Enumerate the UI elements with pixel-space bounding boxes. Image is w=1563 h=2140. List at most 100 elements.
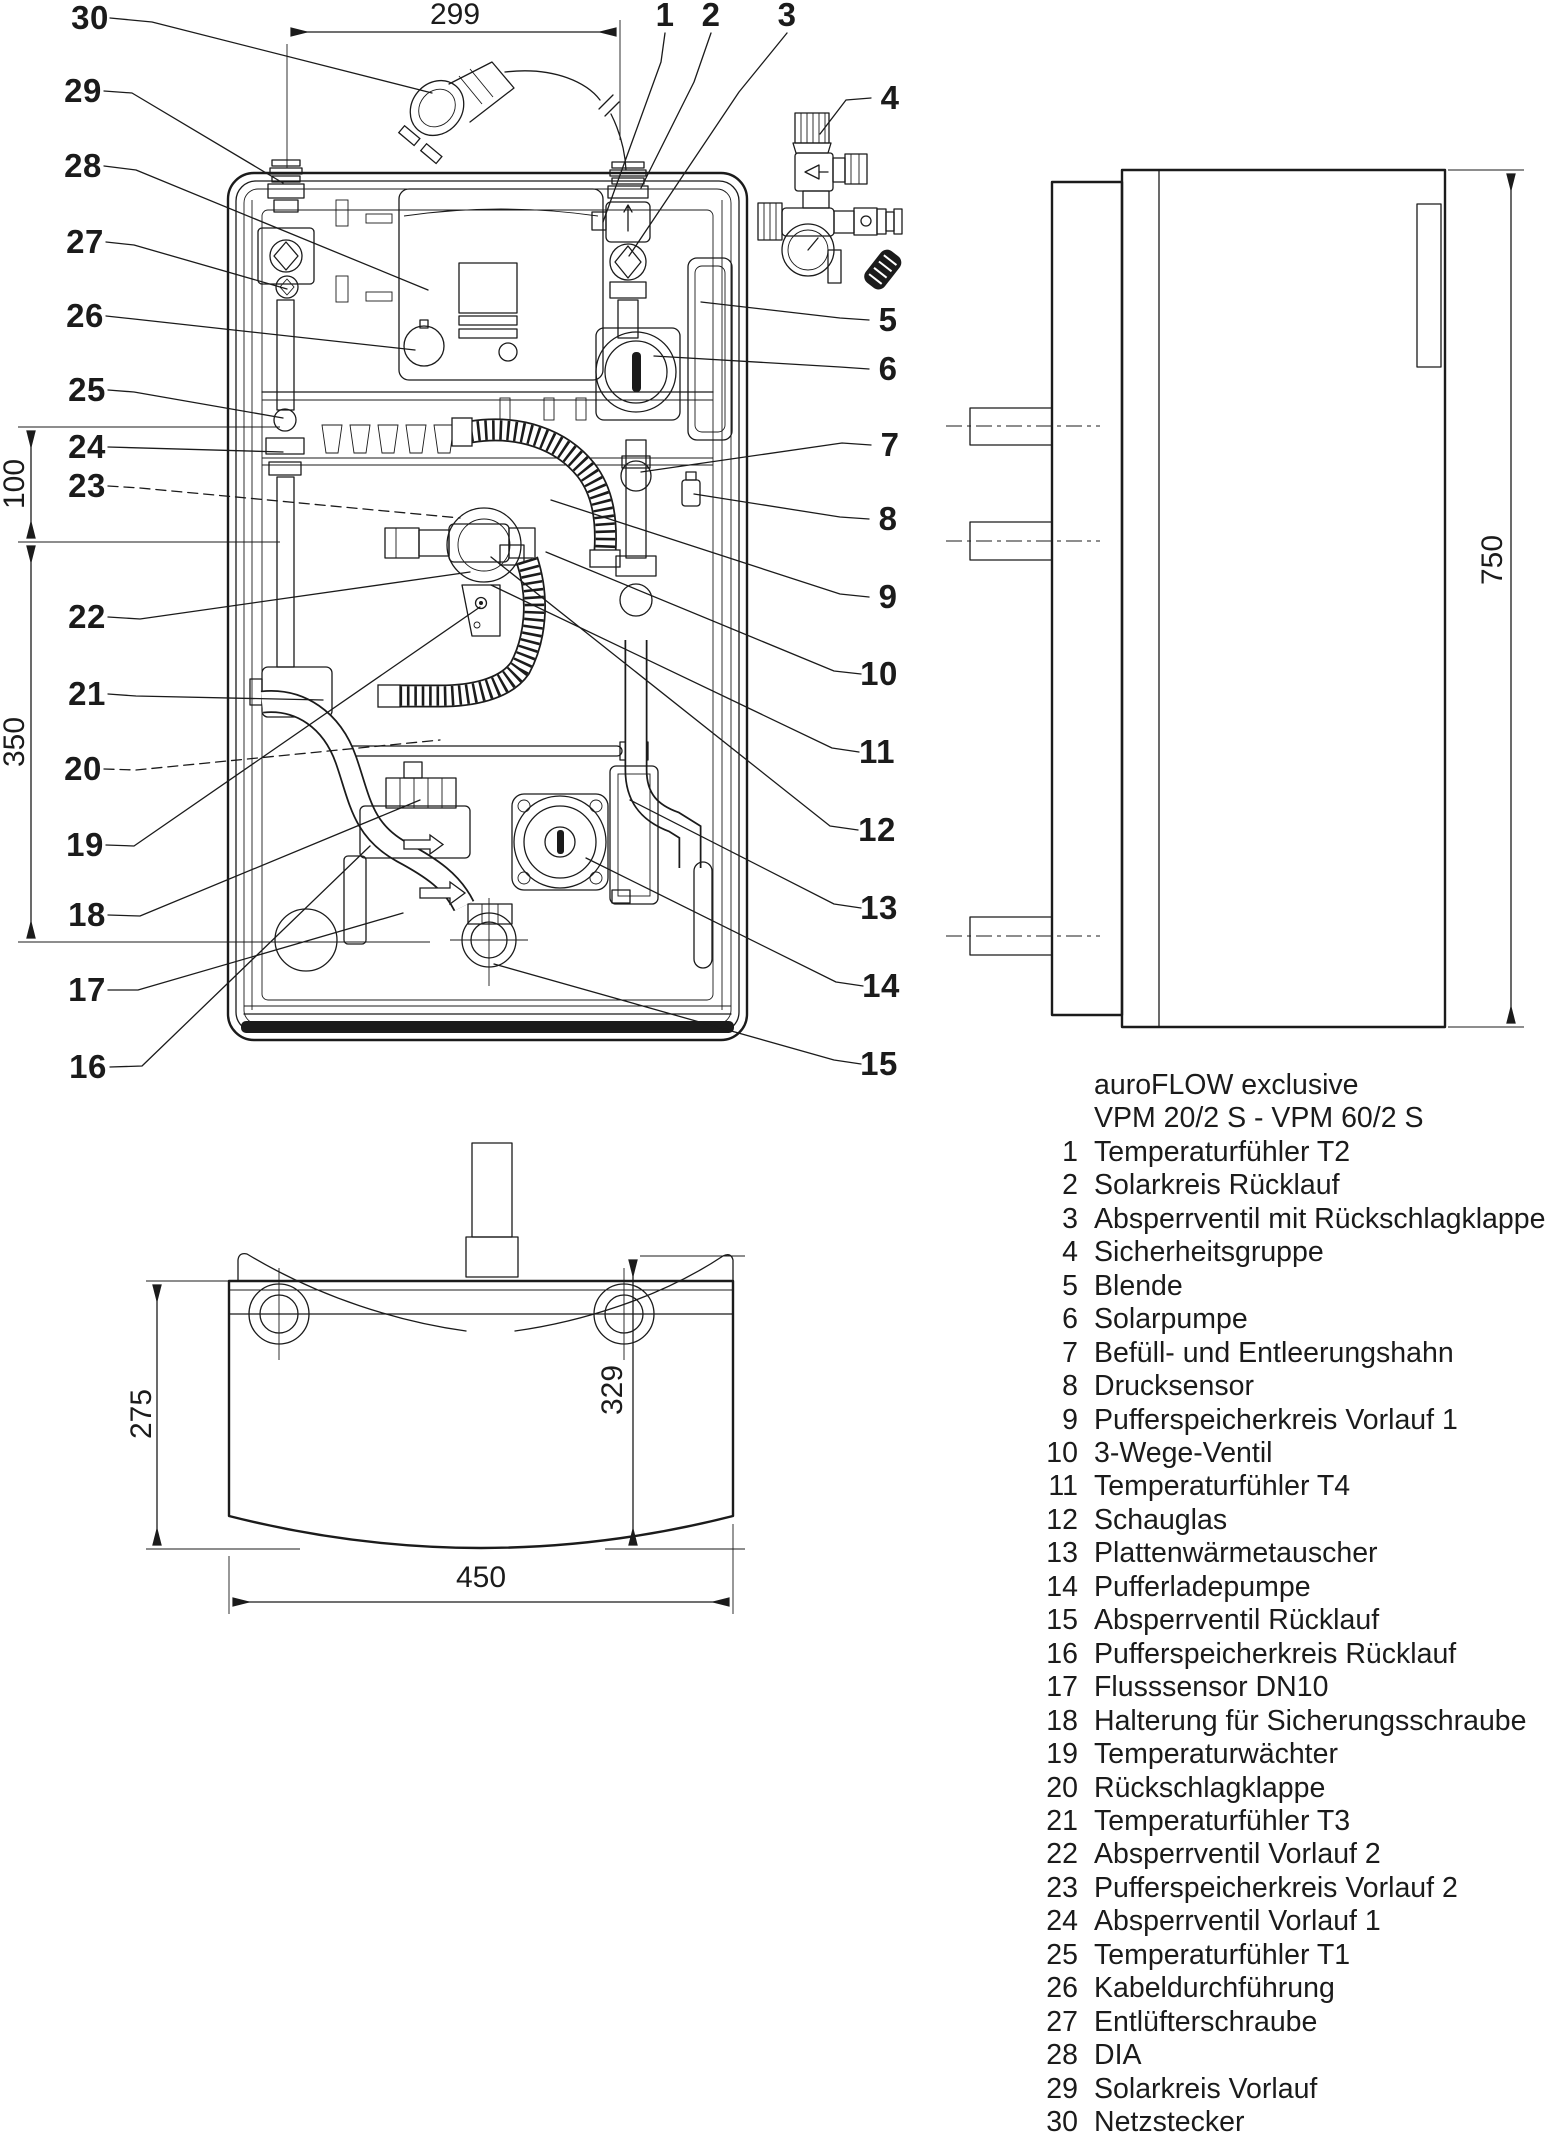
legend-item-label: Netzstecker (1094, 2106, 1245, 2139)
legend-item-number: 5 (1062, 1269, 1078, 1302)
dimension-label: 450 (455, 1561, 507, 1594)
callout-number: 5 (878, 301, 898, 338)
legend-item-label: Pufferspeicherkreis Rücklauf (1094, 1637, 1457, 1670)
legend-item-label: Pufferspeicherkreis Vorlauf 2 (1094, 1871, 1458, 1904)
legend-item-label: Solarpumpe (1094, 1303, 1248, 1336)
legend-item: 2 Solarkreis Rücklauf (1026, 1169, 1545, 1202)
temperature-guard-bracket (461, 584, 501, 637)
legend-item: 25 Temperaturfühler T1 (1026, 1939, 1545, 1972)
dimension-label: 275 (125, 1388, 158, 1440)
legend-item-number: 2 (1062, 1169, 1078, 1202)
callout-number: 8 (878, 500, 898, 537)
thin-tube (339, 745, 623, 757)
legend-item-number: 10 (1046, 1436, 1078, 1469)
legend-item-label: Temperaturfühler T4 (1094, 1470, 1351, 1503)
callout-number: 12 (858, 811, 896, 848)
callout-number: 30 (71, 0, 109, 36)
legend-item: 17 Flusssensor DN10 (1026, 1671, 1545, 1704)
safety-group (757, 112, 903, 290)
legend-item-label: Temperaturfühler T1 (1094, 1938, 1351, 1971)
legend-item-label: Rückschlagklappe (1094, 1771, 1326, 1804)
legend-item: 28 DIA (1026, 2039, 1545, 2072)
corrugated-hose-lower (377, 556, 546, 708)
legend-item-number: 7 (1062, 1336, 1078, 1369)
legend-item-label: Sicherheitsgruppe (1094, 1236, 1324, 1269)
corrugated-hose-upper (451, 417, 621, 568)
legend-item-label: Temperaturfühler T2 (1094, 1135, 1351, 1168)
legend-item-label: 3-Wege-Ventil (1094, 1436, 1273, 1469)
pipe-port-right (578, 1268, 670, 1360)
legend-item-label: DIA (1094, 2039, 1142, 2072)
legend-item-number: 8 (1062, 1370, 1078, 1403)
bottom-view-drawing (227, 1142, 735, 1550)
callout-number: 19 (66, 826, 104, 863)
callout-number: 24 (68, 428, 106, 465)
legend-item-number: 4 (1062, 1236, 1078, 1269)
legend-item-number: 28 (1046, 2039, 1078, 2072)
legend-item-label: Blende (1094, 1269, 1183, 1302)
legend-item-number: 11 (1048, 1470, 1078, 1503)
callout-leaders (103, 17, 872, 1068)
dimension-label: 299 (429, 0, 481, 31)
legend-item-number: 29 (1046, 2072, 1078, 2105)
legend-item: 14 Pufferladepumpe (1026, 1571, 1545, 1604)
legend-item-number: 15 (1046, 1604, 1078, 1637)
dimension-label: 100 (0, 458, 31, 510)
solar-flow-connector (267, 159, 305, 213)
flow-sensor (359, 761, 471, 906)
legend-item: 22 Absperrventil Vorlauf 2 (1026, 1838, 1545, 1871)
legend-item-number: 22 (1046, 1838, 1078, 1871)
legend-item-label: Absperrventil Vorlauf 2 (1094, 1838, 1381, 1871)
legend-item-label: Absperrventil Vorlauf 1 (1094, 1905, 1381, 1938)
legend-item-label: Drucksensor (1094, 1370, 1254, 1403)
right-pipe-column (615, 439, 657, 617)
legend-item: 20 Rückschlagklappe (1026, 1772, 1545, 1805)
legend-item: 4 Sicherheitsgruppe (1026, 1236, 1545, 1269)
callout-number: 16 (69, 1048, 107, 1085)
legend-item-number: 17 (1046, 1671, 1078, 1704)
callout-number: 28 (64, 147, 102, 184)
legend-item: 30 Netzstecker (1026, 2106, 1545, 2139)
legend-item-label: Befüll- und Entleerungshahn (1094, 1336, 1454, 1369)
legend-item-number: 21 (1046, 1804, 1078, 1837)
legend-item: 7 Befüll- und Entleerungshahn (1026, 1337, 1545, 1370)
legend-item: 12 Schauglas (1026, 1504, 1545, 1537)
callout-number: 14 (862, 967, 900, 1004)
legend-item: 3 Absperrventil mit Rückschlagklappe (1026, 1203, 1545, 1236)
callout-number: 4 (880, 79, 900, 116)
legend-item-number: 24 (1046, 1905, 1078, 1938)
legend-item-number: 25 (1046, 1938, 1078, 1971)
legend-item: 24 Absperrventil Vorlauf 1 (1026, 1905, 1545, 1938)
legend-item-number: 18 (1046, 1704, 1078, 1737)
legend-item: 8 Drucksensor (1026, 1370, 1545, 1403)
legend-item: 15 Absperrventil Rücklauf (1026, 1604, 1545, 1637)
callout-number: 11 (859, 733, 895, 770)
legend-item: 11 Temperaturfühler T4 (1026, 1470, 1545, 1503)
callout-number: 17 (68, 971, 106, 1008)
legend-item: 13 Plattenwärmetauscher (1026, 1537, 1545, 1570)
dimension-label: 750 (1476, 534, 1509, 586)
power-plug (397, 61, 627, 171)
legend-item-number: 3 (1062, 1202, 1078, 1235)
solar-pump (595, 327, 681, 421)
legend-item: 19 Temperaturwächter (1026, 1738, 1545, 1771)
pipe-port-left (233, 1268, 325, 1360)
callout-number: 20 (64, 750, 102, 787)
callout-number: 3 (777, 0, 797, 33)
dimension-label: 350 (0, 716, 31, 768)
buffer-return-pipe (260, 690, 475, 912)
legend-item: 6 Solarpumpe (1026, 1303, 1545, 1336)
legend-items: 1 Temperaturfühler T2 2 Solarkreis Rückl… (1026, 1136, 1545, 2140)
callout-number: 22 (68, 598, 106, 635)
legend-item-number: 6 (1062, 1303, 1078, 1336)
legend-title: auroFLOW exclusive (1094, 1069, 1359, 1101)
pressure-sensor (681, 471, 701, 507)
legend-item-number: 26 (1046, 1972, 1078, 2005)
callout-number: 10 (860, 655, 898, 692)
legend-item-label: Entlüfterschraube (1094, 2005, 1318, 2038)
legend-item: 10 3-Wege-Ventil (1026, 1437, 1545, 1470)
callout-number: 2 (701, 0, 721, 33)
bottom-left-port (274, 908, 338, 972)
callout-number: 26 (66, 297, 104, 334)
